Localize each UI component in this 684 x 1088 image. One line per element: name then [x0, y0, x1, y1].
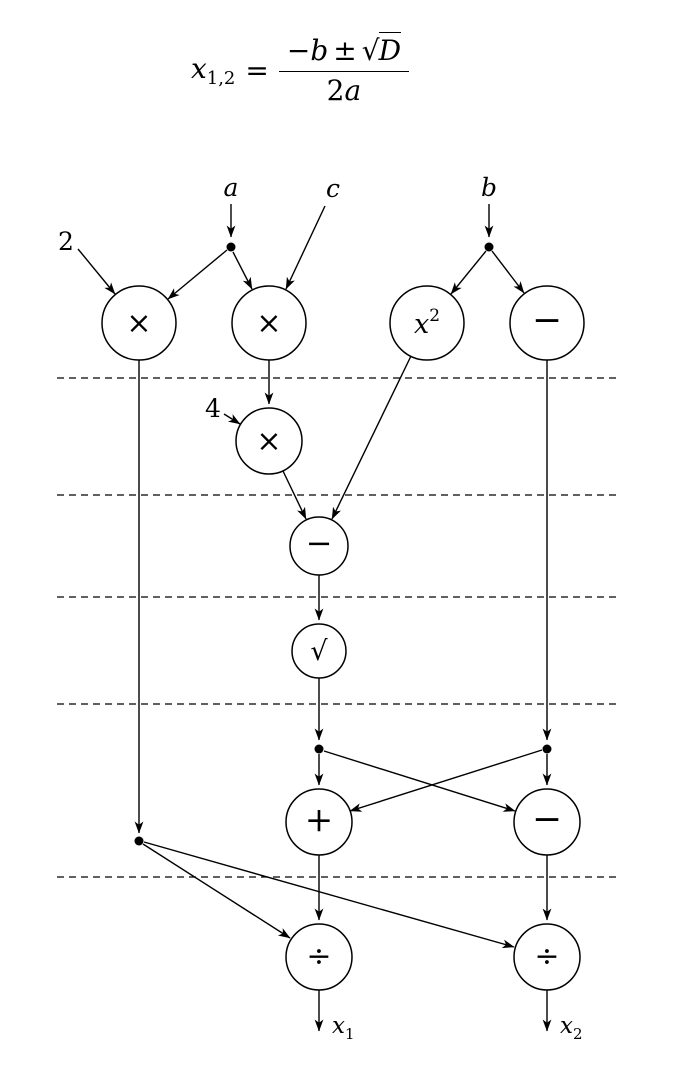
divide-x2-node [513, 923, 581, 991]
subtract-node [289, 516, 349, 576]
formula-b: b [310, 34, 329, 67]
fanout-dot-b [484, 242, 494, 252]
edge-negb-to-add [349, 749, 543, 812]
formula-discriminant: D [378, 32, 402, 67]
square-exponent: 2 [429, 306, 440, 326]
mul-2a-node [101, 285, 177, 361]
edge-four-to-mul4 [223, 413, 241, 425]
input-b-label: b [481, 173, 497, 202]
square-node [389, 285, 465, 361]
quadratic-formula: x1,2 = −b±√D 2a [0, 32, 600, 107]
add-label: + [305, 800, 334, 840]
square-label: x2 [414, 306, 440, 340]
negate-node [509, 285, 585, 361]
edge-b-to-square [450, 250, 487, 295]
edge-sqrtd-to-minus [323, 750, 516, 812]
formula-denominator: 2a [327, 72, 362, 107]
edge-b-to-negate [491, 250, 525, 294]
formula-numerator: −b±√D [278, 32, 410, 72]
output-x2-subscript: 2 [573, 1025, 583, 1043]
divide-x1-node [285, 923, 353, 991]
subtract-label: − [306, 524, 333, 562]
edge-a-to-mulac [232, 251, 253, 290]
output-x2-label: x2 [560, 1013, 583, 1043]
fanout-dot-2a [134, 836, 144, 846]
input-four-label: 4 [205, 394, 221, 423]
square-base: x [414, 309, 429, 340]
formula-subscript: 1,2 [206, 68, 236, 89]
formula-plus-minus: ± [333, 34, 357, 67]
formula-a: a [344, 74, 362, 107]
fanout-dot-negb [542, 744, 552, 754]
edge-a-to-mul2a [167, 249, 228, 300]
formula-two: 2 [326, 74, 345, 107]
edge-mul4-to-subtract [282, 470, 307, 520]
edge-two-to-mul2a [77, 248, 116, 295]
add-node [285, 788, 353, 856]
output-x1-base: x [332, 1013, 345, 1039]
divide-x1-label: ÷ [306, 939, 331, 974]
input-c-label: c [326, 174, 340, 203]
formula-minus-sign: − [286, 34, 311, 67]
mul-ac-label: × [256, 306, 281, 341]
minus-label: − [532, 799, 562, 840]
formula-fraction: −b±√D 2a [278, 32, 410, 107]
sqrt-node [291, 623, 347, 679]
fanout-dot-a [226, 242, 236, 252]
edge-square-to-subtract [331, 355, 412, 520]
mul-4ac-node [235, 407, 303, 475]
edge-2a-to-divleft [142, 843, 291, 939]
negate-label: − [532, 300, 562, 341]
formula-lhs: x1,2 [191, 52, 235, 89]
input-two-label: 2 [58, 227, 74, 256]
edge-2a-to-divright [143, 841, 515, 949]
formula-x: x [190, 52, 207, 85]
output-x1-subscript: 1 [345, 1025, 355, 1043]
mul-4ac-label: × [256, 424, 281, 459]
divide-x2-label: ÷ [534, 939, 559, 974]
output-x1-label: x1 [332, 1013, 355, 1043]
sqrt-label: √ [310, 636, 328, 667]
fanout-dot-sqrtd [314, 744, 324, 754]
formula-radical-sign: √ [361, 34, 380, 67]
output-x2-base: x [560, 1013, 573, 1039]
edge-c-to-mulac [285, 205, 326, 290]
mul-ac-node [231, 285, 307, 361]
input-a-label: a [224, 173, 239, 202]
minus-node [513, 788, 581, 856]
mul-2a-label: × [126, 306, 151, 341]
formula-equals: = [245, 54, 269, 87]
